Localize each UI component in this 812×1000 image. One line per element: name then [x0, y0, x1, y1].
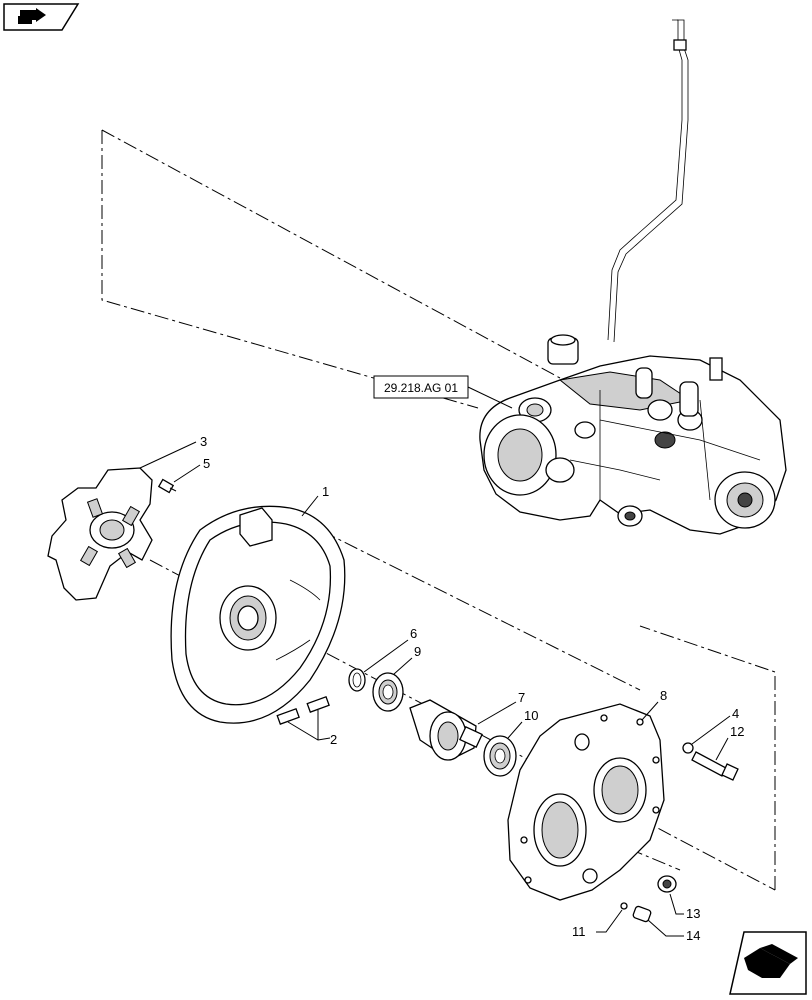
bearing-10 [483, 735, 517, 777]
callout-4: 4 [691, 706, 739, 745]
callout-11-text: 11 [572, 924, 586, 939]
callout-6-text: 6 [410, 626, 417, 641]
fitting-11 [620, 902, 628, 910]
callout-10-text: 10 [524, 708, 538, 723]
previous-page-icon[interactable] [3, 3, 80, 31]
plug-13 [657, 875, 677, 893]
callout-13-text: 13 [686, 906, 700, 921]
reference-label[interactable]: 29.218.AG 01 [373, 375, 513, 409]
callout-14-text: 14 [686, 928, 700, 943]
gear-shaft [409, 699, 483, 761]
snap-ring [348, 668, 366, 692]
callout-9-text: 9 [414, 644, 421, 659]
callout-5: 5 [173, 456, 210, 483]
callout-3-text: 3 [200, 434, 207, 449]
flywheel-housing [170, 505, 346, 724]
callout-4-text: 4 [732, 706, 739, 721]
callout-2-text: 2 [330, 732, 337, 747]
callout-10: 10 [507, 708, 538, 739]
callout-11: 11 [572, 909, 623, 939]
next-page-icon[interactable] [729, 931, 807, 995]
callout-8: 8 [641, 688, 667, 721]
bolt-5 [157, 478, 177, 494]
hydrostatic-pump-assembly [479, 19, 787, 535]
callout-13: 13 [669, 893, 700, 921]
plug-14 [632, 905, 652, 923]
callout-3: 3 [139, 434, 207, 469]
callout-9: 9 [393, 644, 421, 675]
callout-7-text: 7 [518, 690, 525, 705]
callout-8-text: 8 [660, 688, 667, 703]
callout-14: 14 [647, 919, 700, 943]
callout-1: 1 [301, 484, 329, 517]
callout-12-text: 12 [730, 724, 744, 739]
callout-6: 6 [363, 626, 417, 673]
callout-12: 12 [715, 724, 744, 761]
bearing-9 [372, 672, 404, 712]
callout-2: 2 [330, 732, 337, 747]
dowel-pins [276, 695, 331, 741]
cover-plate [507, 703, 665, 901]
reference-label-text: 29.218.AG 01 [384, 381, 458, 395]
callout-5-text: 5 [203, 456, 210, 471]
callout-7: 7 [477, 690, 525, 725]
washer-4 [682, 742, 694, 754]
coupling-plate [47, 467, 153, 601]
callout-1-text: 1 [322, 484, 329, 499]
bolt-12 [691, 751, 739, 781]
